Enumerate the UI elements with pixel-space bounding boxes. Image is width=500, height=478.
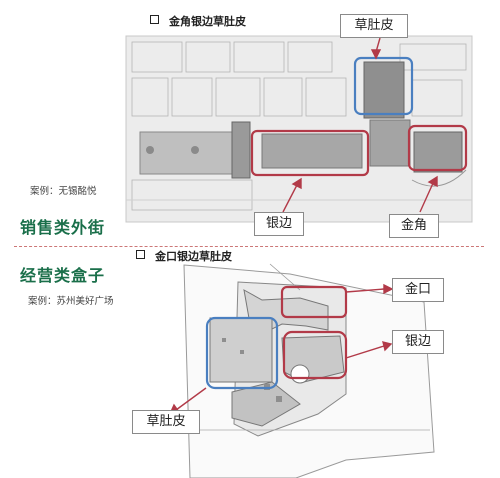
silver-edge-box-2 [282,330,348,380]
grass-belly-box-2 [205,316,279,390]
grass-belly-box-1 [353,56,414,116]
checkbox-square-icon [136,250,145,259]
site-plan-2 [183,263,435,478]
section2-heading-text: 金口银边草肚皮 [155,250,232,263]
silver-edge-box-1 [250,129,370,177]
gold-corner-box-1 [407,124,468,172]
callout-silver-edge-1: 银边 [254,212,304,236]
callout-gold-corner-1: 金角 [389,214,439,238]
section-divider [14,246,484,247]
category-tag-1: 销售类外街 [20,218,106,237]
checkbox-square-icon [150,15,159,24]
callout-grass-belly-1: 草肚皮 [340,14,408,38]
section2-heading: 金口银边草肚皮 [136,248,232,264]
callout-silver-edge-2: 银边 [392,330,444,354]
site-plan-1 [125,35,473,223]
case-label-2: 案例：苏州美好广场 [28,296,114,307]
gold-mouth-box-2 [280,285,348,319]
callout-gold-mouth-2: 金口 [392,278,444,302]
section1-heading: 金角银边草肚皮 [150,13,246,29]
callout-grass-belly-2: 草肚皮 [132,410,200,434]
case-label-1: 案例：无锡酩悦 [30,186,97,197]
category-tag-2: 经营类盒子 [20,266,106,285]
section1-heading-text: 金角银边草肚皮 [169,15,246,28]
